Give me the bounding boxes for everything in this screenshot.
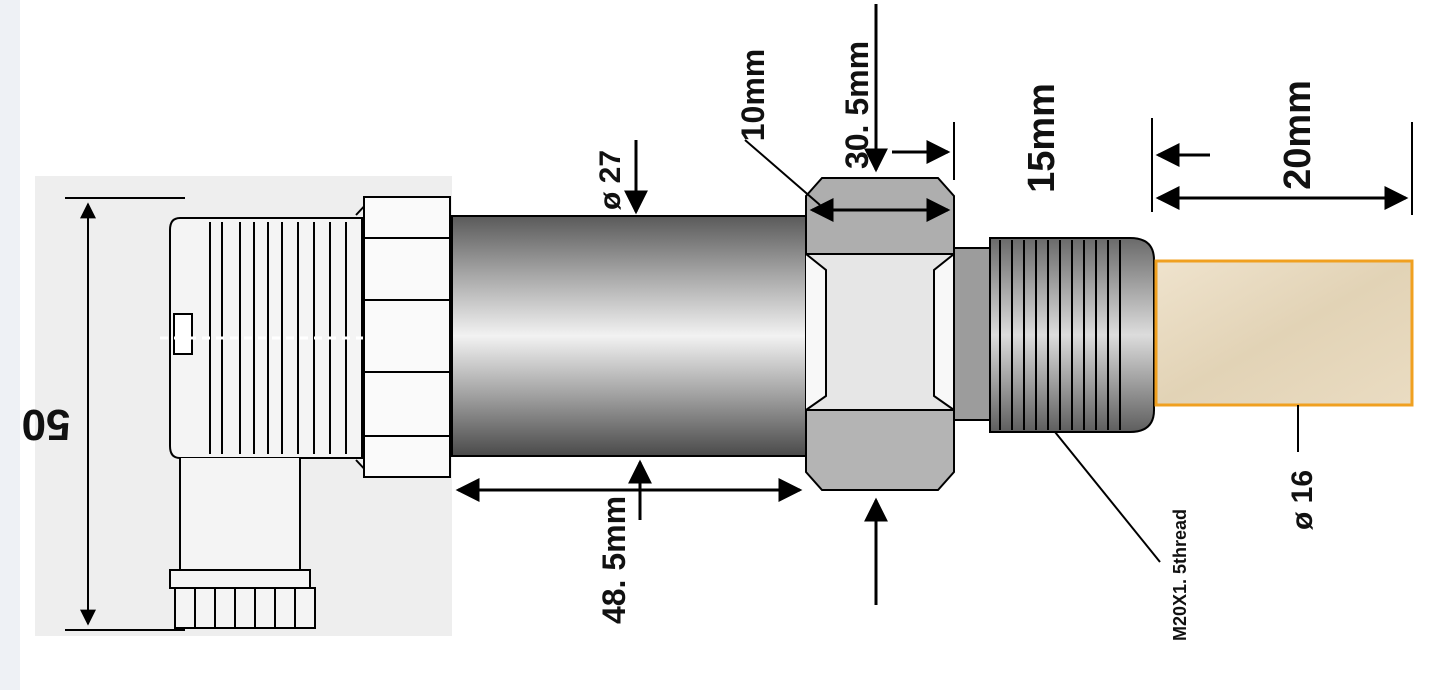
height-label: 50 [22, 400, 71, 449]
hex-width-label: 10mm [735, 49, 771, 142]
hex-nut [805, 177, 955, 491]
sensor-body-tube [451, 215, 809, 457]
left-margin-strip [0, 0, 20, 690]
thread-length-label: 15mm [1021, 83, 1063, 193]
tip-diameter-label: ø 16 [1286, 470, 1319, 530]
hex-across-label: 30. 5mm [839, 41, 875, 169]
body-length-label: 48. 5mm [596, 496, 632, 624]
filter-tip [1154, 259, 1414, 407]
tip-length-label: 20mm [1277, 80, 1319, 190]
connector-nut [363, 196, 451, 478]
hex-width-dimension [744, 122, 955, 222]
body-diameter-label: ø 27 [594, 150, 627, 210]
thread-spec-label: M20X1. 5thread [1170, 509, 1190, 641]
thread-spec-leader [1054, 431, 1161, 563]
tip-length-dimension [1151, 118, 1413, 215]
height-dimension [65, 197, 185, 631]
din-connector [160, 199, 455, 629]
threaded-port [953, 237, 1155, 433]
